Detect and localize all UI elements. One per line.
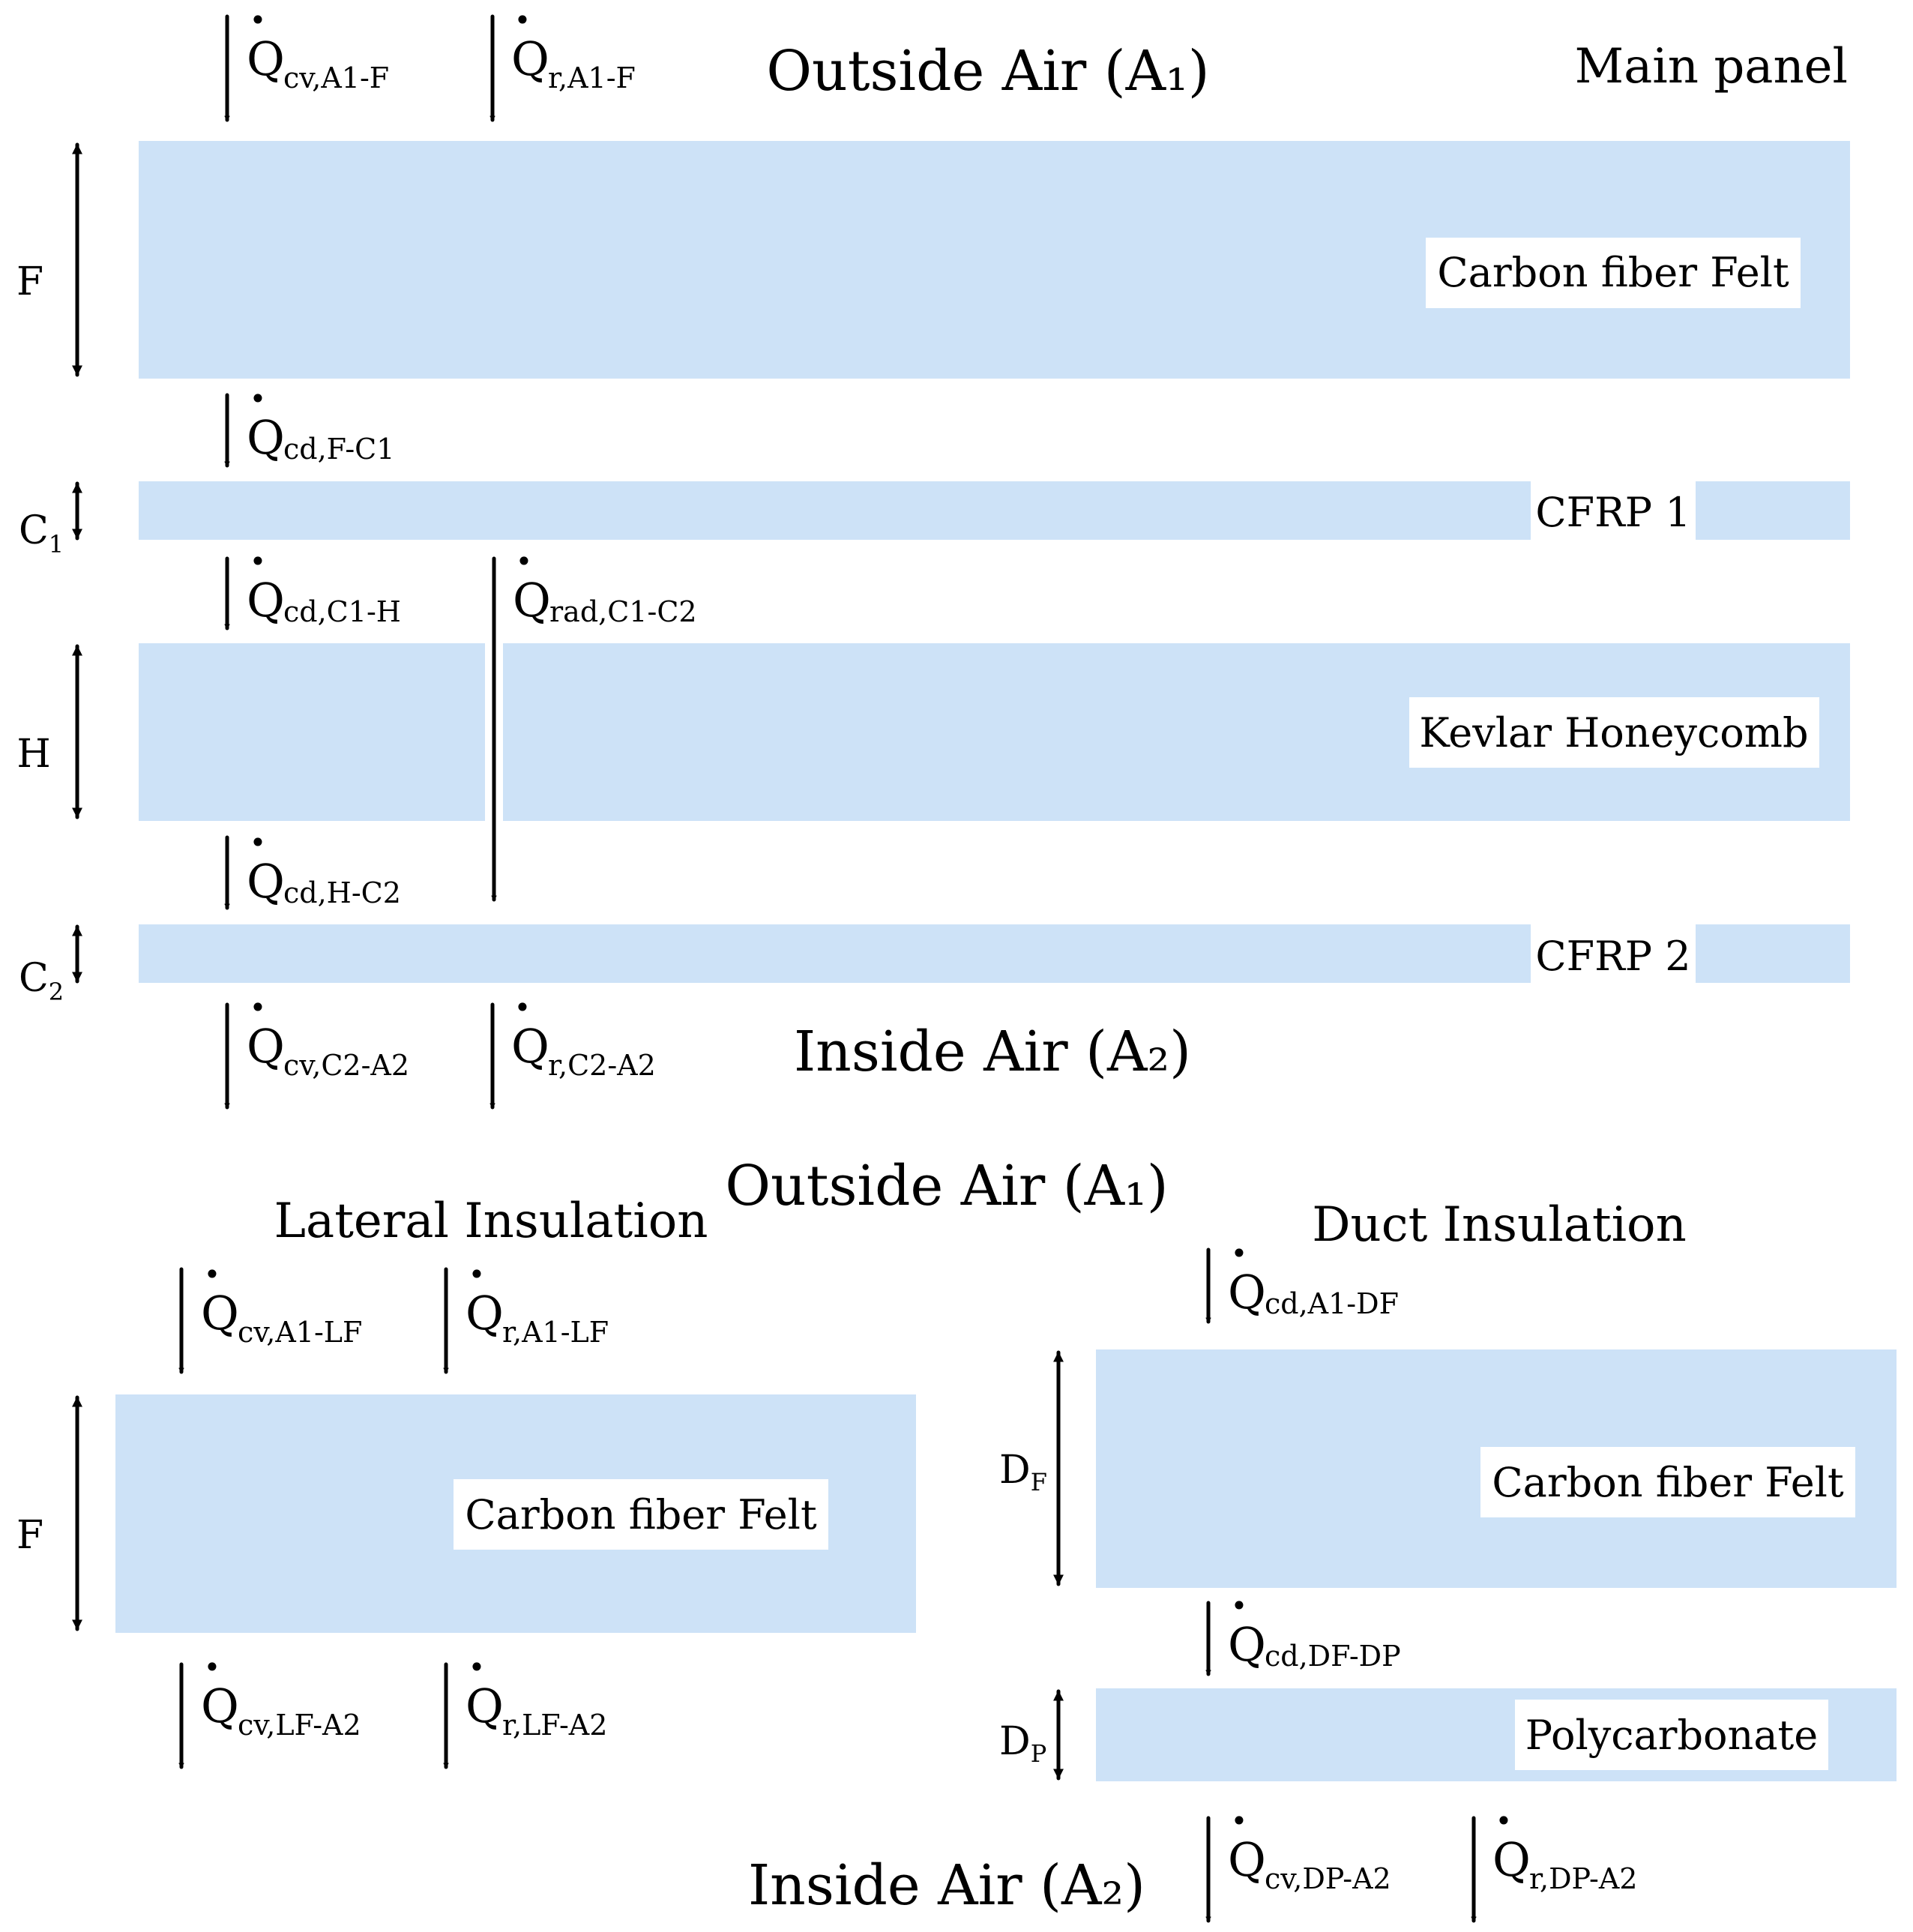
svg-text:Q: Q <box>466 1679 504 1733</box>
svg-text:Q: Q <box>201 1679 239 1733</box>
q-cd-h-c2-label: • Q cd,H-C2 <box>247 826 401 909</box>
svg-text:•: • <box>1495 1805 1512 1838</box>
svg-text:Q: Q <box>513 573 551 628</box>
svg-text:•: • <box>514 991 531 1024</box>
main-felt-label-box <box>1426 238 1801 308</box>
svg-text:•: • <box>514 4 531 37</box>
polycarbonate-label-box <box>1515 1700 1828 1770</box>
cfrp2-label: CFRP 2 <box>1535 933 1690 980</box>
q-cv-lf-a2-label: • Q cv,LF-A2 <box>201 1651 361 1742</box>
q-cd-f-c1-label: • Q cd,F-C1 <box>247 382 394 466</box>
svg-text:cd,H-C2: cd,H-C2 <box>283 876 401 909</box>
duct-felt-label-box <box>1480 1447 1855 1517</box>
lateral-felt-label: Carbon fiber Felt <box>465 1491 817 1538</box>
lateral-insulation-title: Lateral Insulation <box>274 1194 708 1249</box>
svg-text:•: • <box>1231 1237 1247 1270</box>
svg-text:cd,DF-DP: cd,DF-DP <box>1265 1640 1401 1673</box>
svg-text:•: • <box>250 991 266 1024</box>
q-rad-c1-c2-label: • Q rad,C1-C2 <box>513 545 697 628</box>
svg-text:rad,C1-C2: rad,C1-C2 <box>549 595 697 628</box>
q-cd-df-dp-label: • Q cd,DF-DP <box>1228 1589 1401 1673</box>
svg-text:•: • <box>204 1258 220 1291</box>
main-inside-air-label: Inside Air (A₂) <box>794 1020 1191 1084</box>
svg-text:Q: Q <box>1228 1265 1266 1319</box>
duct-insulation-title: Duct Insulation <box>1312 1197 1687 1253</box>
svg-text:r,LF-A2: r,LF-A2 <box>502 1709 607 1742</box>
dim-f-label: F <box>16 259 43 304</box>
q-cv-dp-a2-label: • Q cv,DP-A2 <box>1228 1805 1391 1895</box>
svg-text:Q: Q <box>511 31 549 86</box>
honeycomb-layer-left <box>139 643 485 821</box>
svg-text:•: • <box>204 1651 220 1684</box>
q-cv-a1-f-label: • Q cv,A1-F <box>247 4 389 94</box>
cfrp1-label: CFRP 1 <box>1535 489 1690 536</box>
q-cd-c1-h-label: • Q cd,C1-H <box>247 545 401 628</box>
svg-text:cd,A1-DF: cd,A1-DF <box>1265 1287 1399 1320</box>
main-panel-title: Main panel <box>1575 39 1848 94</box>
q-r-a1-f-label: • Q r,A1-F <box>511 4 636 94</box>
lateral-dim-f-label: F <box>16 1513 43 1558</box>
svg-text:cd,F-C1: cd,F-C1 <box>283 433 394 466</box>
dim-h-label: H <box>16 732 50 777</box>
svg-text:•: • <box>516 545 532 578</box>
q-cd-a1-df-label: • Q cd,A1-DF <box>1228 1237 1399 1320</box>
svg-text:cv,A1-LF: cv,A1-LF <box>238 1316 362 1349</box>
cfrp2-layer-right <box>1696 924 1850 983</box>
svg-text:Q: Q <box>247 854 285 909</box>
svg-text:cv,A1-F: cv,A1-F <box>283 61 389 94</box>
svg-text:r,DP-A2: r,DP-A2 <box>1529 1862 1638 1895</box>
svg-text:•: • <box>469 1651 485 1684</box>
bottom-outside-air-label: Outside Air (A₁) <box>725 1154 1168 1218</box>
svg-text:cd,C1-H: cd,C1-H <box>283 595 401 628</box>
svg-text:cv,DP-A2: cv,DP-A2 <box>1265 1862 1391 1895</box>
cfrp1-layer-right <box>1696 481 1850 540</box>
svg-text:cv,C2-A2: cv,C2-A2 <box>283 1049 409 1082</box>
svg-text:Q: Q <box>247 410 285 465</box>
svg-text:r,A1-LF: r,A1-LF <box>502 1316 609 1349</box>
bottom-inside-air-label: Inside Air (A₂) <box>748 1853 1145 1918</box>
q-r-lf-a2-label: • Q r,LF-A2 <box>466 1651 607 1742</box>
svg-text:Q: Q <box>247 1019 285 1074</box>
polycarbonate-label: Polycarbonate <box>1525 1712 1818 1759</box>
q-symbol: Q <box>247 31 285 86</box>
svg-text:Q: Q <box>247 573 285 628</box>
main-felt-label: Carbon fiber Felt <box>1437 249 1789 296</box>
svg-text:•: • <box>250 545 266 578</box>
svg-text:cv,LF-A2: cv,LF-A2 <box>238 1709 361 1742</box>
svg-text:Q: Q <box>201 1286 239 1340</box>
svg-text:Q: Q <box>1228 1617 1266 1672</box>
dim-c1-label: C1 <box>19 508 64 559</box>
svg-text:•: • <box>1231 1805 1247 1838</box>
q-r-a1-lf-label: • Q r,A1-LF <box>466 1258 609 1349</box>
svg-text:r,C2-A2: r,C2-A2 <box>548 1049 656 1082</box>
lateral-felt-label-box <box>454 1479 828 1550</box>
q-r-dp-a2-label: • Q r,DP-A2 <box>1492 1805 1638 1895</box>
duct-dim-dp-label: DP <box>999 1719 1046 1768</box>
dim-c2-label: C2 <box>19 956 64 1006</box>
svg-text:•: • <box>250 382 266 415</box>
svg-text:Q: Q <box>1492 1832 1531 1887</box>
cfrp1-layer-left <box>139 481 1531 540</box>
svg-text:•: • <box>469 1258 485 1291</box>
svg-text:•: • <box>250 4 266 37</box>
q-cv-c2-a2-label: • Q cv,C2-A2 <box>247 991 409 1082</box>
svg-text:r,A1-F: r,A1-F <box>548 61 636 94</box>
duct-dim-df-label: DF <box>999 1448 1047 1496</box>
q-cv-a1-lf-label: • Q cv,A1-LF <box>201 1258 362 1349</box>
main-outside-air-label: Outside Air (A₁) <box>766 39 1209 103</box>
duct-felt-label: Carbon fiber Felt <box>1492 1459 1844 1506</box>
svg-text:Q: Q <box>511 1019 549 1074</box>
cfrp2-layer-left <box>139 924 1531 983</box>
svg-text:•: • <box>250 826 266 859</box>
honeycomb-label-box <box>1409 697 1819 768</box>
honeycomb-label: Kevlar Honeycomb <box>1419 709 1808 756</box>
svg-text:Q: Q <box>1228 1832 1266 1887</box>
q-r-c2-a2-label: • Q r,C2-A2 <box>511 991 656 1082</box>
svg-text:•: • <box>1231 1589 1247 1622</box>
svg-text:Q: Q <box>466 1286 504 1340</box>
